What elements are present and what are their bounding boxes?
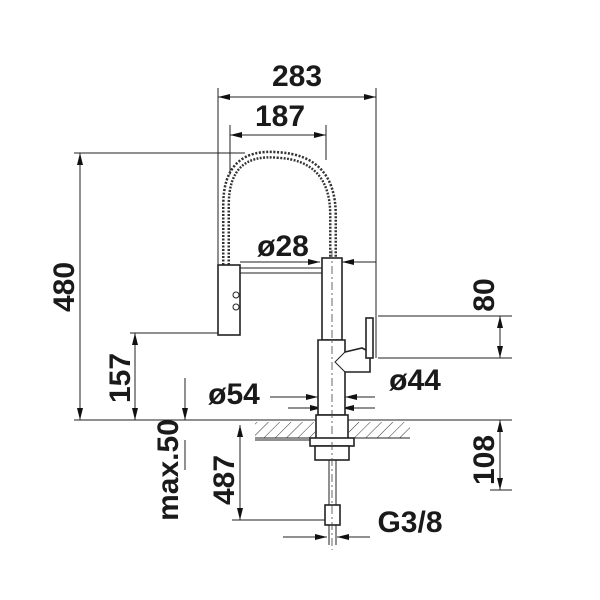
dim-total-width: 283 (272, 60, 322, 93)
dim-spray-height: 157 (104, 353, 137, 403)
lever (365, 317, 374, 359)
dim-spout-diameter: ø28 (257, 230, 309, 263)
dimension-lines (77, 94, 503, 540)
dim-base-diameter: ø54 (208, 378, 260, 411)
body (317, 339, 371, 416)
dim-under-counter: 108 (468, 435, 501, 485)
dim-max-counter: max.50 (152, 419, 185, 521)
dim-hose-length: 487 (208, 455, 241, 505)
extension-lines (74, 88, 512, 521)
faucet (217, 150, 374, 550)
connector (324, 504, 341, 526)
dim-body-diameter: ø44 (389, 364, 441, 397)
dim-connection: G3/8 (377, 506, 442, 539)
dim-total-height: 480 (48, 262, 81, 312)
dim-lever-height: 80 (468, 278, 501, 311)
spray-head (217, 264, 241, 336)
dim-spout-reach: 187 (255, 100, 305, 133)
